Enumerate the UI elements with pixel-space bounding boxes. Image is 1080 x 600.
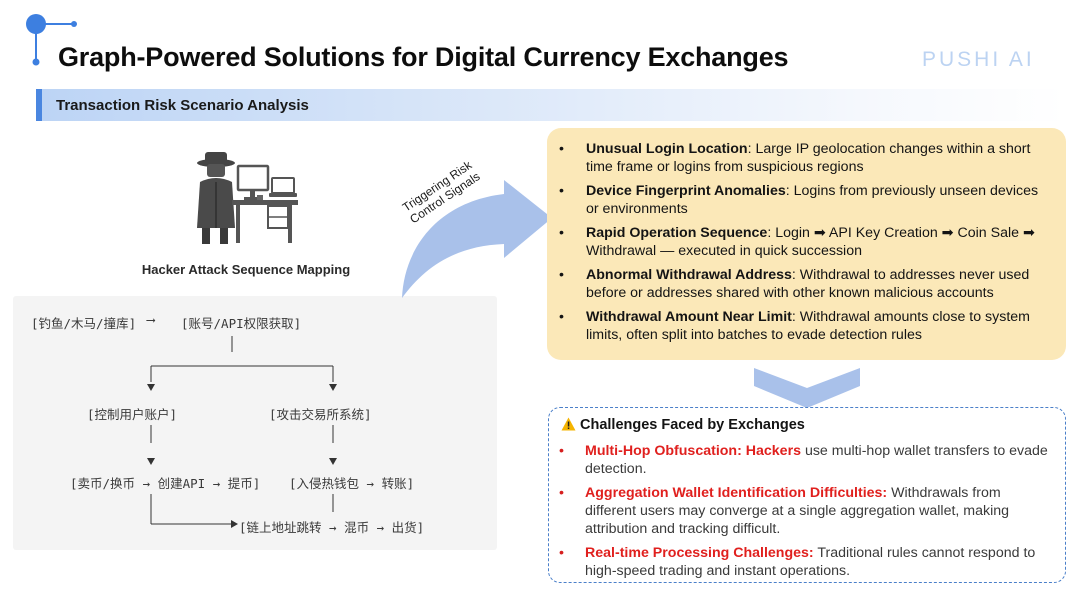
sequence-step-credentials: [账号/API权限获取] [181, 316, 302, 331]
page-title: Graph-Powered Solutions for Digital Curr… [58, 42, 789, 72]
challenge-highlight: Aggregation Wallet Identification Diffic… [585, 485, 888, 501]
list-item: • Abnormal Withdrawal Address: Withdrawa… [559, 267, 1030, 301]
sequence-connectors [147, 336, 337, 528]
sequence-step-sell-withdraw: [卖币/换币 → 创建API → 提币] [70, 476, 261, 491]
signal-text: : Login ➡ API Key Creation ➡ Coin Sale ➡… [586, 225, 1035, 259]
chevron-down-icon [754, 368, 860, 408]
sequence-branch-account: [控制用户账户] [87, 407, 178, 422]
signal-title: Device Fingerprint Anomalies [586, 183, 786, 199]
sequence-arrow: ⟶ [147, 312, 155, 327]
signal-title: Unusual Login Location [586, 141, 748, 157]
curved-arrow-icon [402, 180, 552, 298]
challenge-text: use multi-hop wallet transfers to evade … [585, 443, 1048, 477]
list-item: • Aggregation Wallet Identification Diff… [559, 485, 1010, 537]
risk-signals-box: • Unusual Login Location: Large IP geolo… [547, 128, 1066, 360]
sequence-step-onchain: [链上地址跳转 → 混币 → 出货] [239, 520, 425, 535]
signal-text: : Logins from previously unseen devices … [586, 183, 1039, 217]
section-subtitle: Transaction Risk Scenario Analysis [56, 97, 309, 114]
section-subtitle-bar: Transaction Risk Scenario Analysis [36, 89, 1066, 121]
signal-text: : Withdrawal to addresses never used bef… [586, 267, 1030, 301]
down-arrow-icon [329, 384, 337, 391]
list-item: • Real-time Processing Challenges: Tradi… [559, 545, 1036, 579]
down-arrow-icon [329, 458, 337, 465]
sequence-step-intrusion: [钓鱼/木马/撞库] [31, 316, 137, 331]
challenge-highlight: Real-time Processing Challenges: [585, 545, 814, 561]
signal-title: Rapid Operation Sequence [586, 225, 768, 241]
risk-signals-list: • Unusual Login Location: Large IP geolo… [547, 140, 1066, 350]
list-item: • Device Fingerprint Anomalies: Logins f… [559, 183, 1039, 217]
sequence-step-hot-wallet: [入侵热钱包 → 转账] [289, 476, 415, 491]
challenge-highlight: Multi-Hop Obfuscation: Hackers [585, 443, 801, 459]
corner-decoration-icon [26, 14, 77, 66]
signal-text: : Withdrawal amounts close to system lim… [586, 309, 1030, 343]
attack-sequence-panel: [钓鱼/木马/撞库] ⟶ [账号/API权限获取] [控制用户账户] [攻击交易… [13, 296, 497, 550]
list-item: • Unusual Login Location: Large IP geolo… [559, 141, 1031, 175]
signal-title: Withdrawal Amount Near Limit [586, 309, 792, 325]
hacker-at-desk-icon [197, 152, 298, 244]
down-arrow-icon [147, 384, 155, 391]
challenges-title: Challenges Faced by Exchanges [561, 417, 805, 433]
list-item: • Withdrawal Amount Near Limit: Withdraw… [559, 309, 1030, 343]
challenge-text: Withdrawals from different users may con… [585, 485, 1010, 537]
signal-title: Abnormal Withdrawal Address [586, 267, 792, 283]
signal-text: : Large IP geolocation changes within a … [586, 141, 1031, 175]
warning-icon [561, 417, 576, 431]
down-arrow-icon [147, 458, 155, 465]
challenge-text: Traditional rules cannot respond to high… [585, 545, 1036, 579]
illustration-caption: Hacker Attack Sequence Mapping [141, 262, 351, 277]
challenges-box: Challenges Faced by Exchanges • Multi-Ho… [548, 407, 1066, 583]
list-item: • Rapid Operation Sequence: Login ➡ API … [559, 225, 1035, 259]
sequence-branch-exchange: [攻击交易所系统] [269, 407, 372, 422]
right-arrow-icon [231, 520, 238, 528]
list-item: • Multi-Hop Obfuscation: Hackers use mul… [559, 443, 1048, 477]
challenges-list: • Multi-Hop Obfuscation: Hackers use mul… [549, 442, 1065, 586]
brand-logo-text: PUSHI AI [922, 48, 1035, 71]
